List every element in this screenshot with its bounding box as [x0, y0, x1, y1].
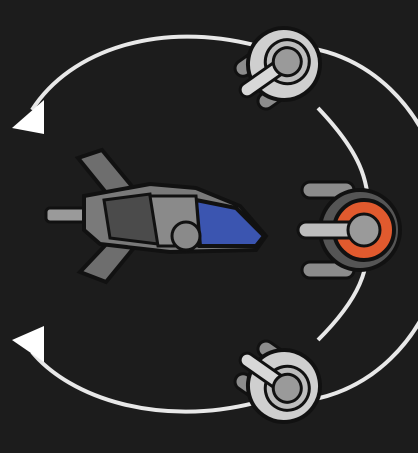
force-pod-icon — [221, 327, 334, 436]
force-pod-icon — [298, 182, 400, 278]
force-pod-icon — [221, 14, 334, 123]
fighter-ship-icon — [46, 150, 266, 282]
orbit-arc-left-top — [32, 37, 258, 110]
orbit-arc-left-bottom — [32, 352, 258, 412]
rotation-arrow-icon — [12, 326, 44, 362]
rotation-arrow-icon — [12, 100, 44, 134]
